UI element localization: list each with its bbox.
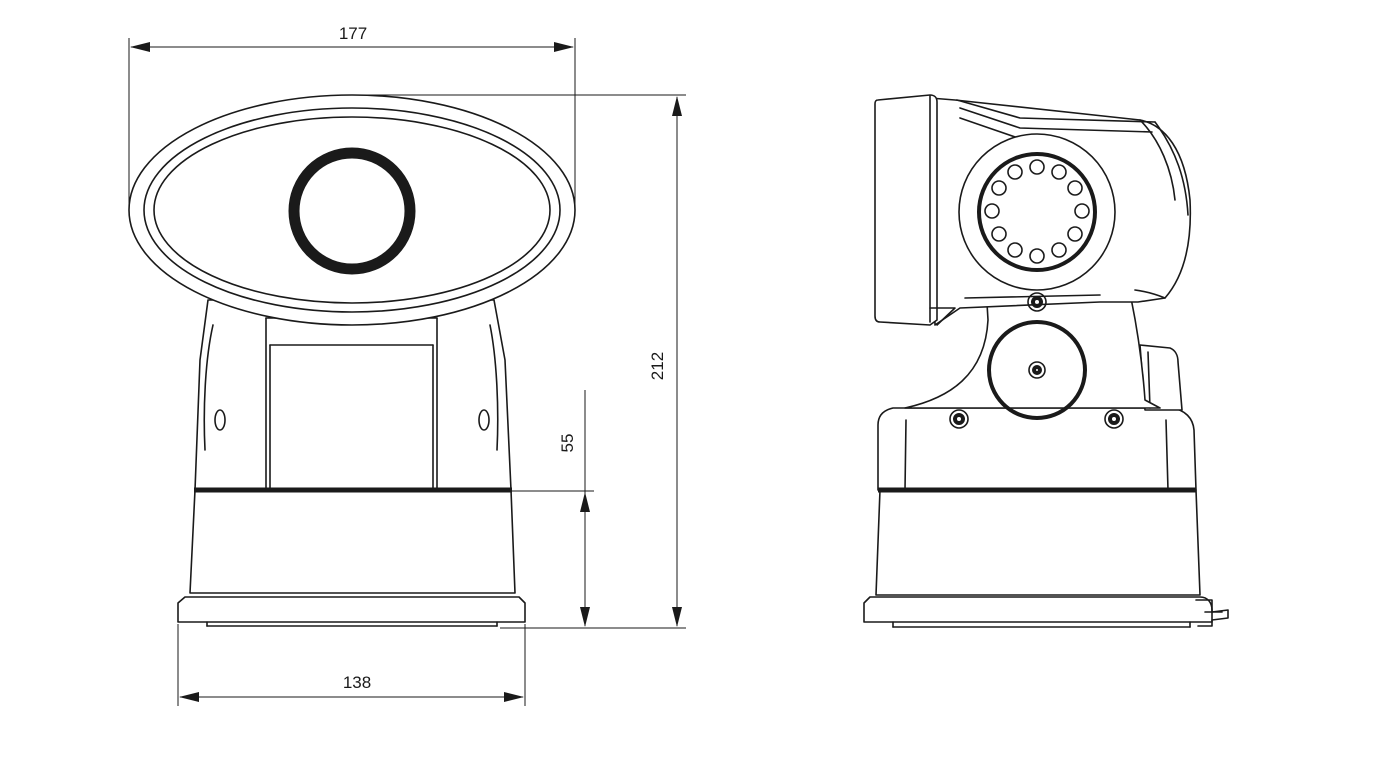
- side-base-skirt: [875, 489, 1201, 596]
- side-connector: [1195, 599, 1229, 627]
- side-front-plate: [874, 94, 938, 326]
- front-right-slot: [478, 409, 490, 431]
- front-view: [128, 94, 576, 627]
- dim-138-label: 138: [343, 673, 371, 692]
- front-head-rim: [143, 107, 561, 313]
- dim-55-label: 55: [558, 434, 577, 453]
- side-led-ring: [977, 152, 1097, 272]
- front-left-slot: [214, 409, 226, 431]
- side-screw-top: [1027, 292, 1047, 312]
- dimensions: 177 212 55 138: [128, 24, 686, 706]
- side-rear-box: [1139, 344, 1183, 411]
- side-screw-left: [949, 409, 969, 429]
- side-base-flange: [863, 596, 1213, 623]
- front-head-lens-area: [153, 116, 551, 304]
- front-head-outer: [128, 94, 576, 326]
- side-lower-pivot: [987, 320, 1087, 420]
- dim-177-label: 177: [339, 24, 367, 43]
- side-screw-right: [1104, 409, 1124, 429]
- front-base-skirt: [189, 489, 516, 594]
- dim-212-label: 212: [648, 352, 667, 380]
- front-base-flange: [177, 596, 526, 623]
- side-pivot-disc: [958, 133, 1116, 291]
- side-lower-housing: [877, 407, 1197, 491]
- front-yoke-body: [194, 299, 512, 491]
- side-view: [863, 94, 1229, 628]
- front-lens-ring: [288, 147, 416, 275]
